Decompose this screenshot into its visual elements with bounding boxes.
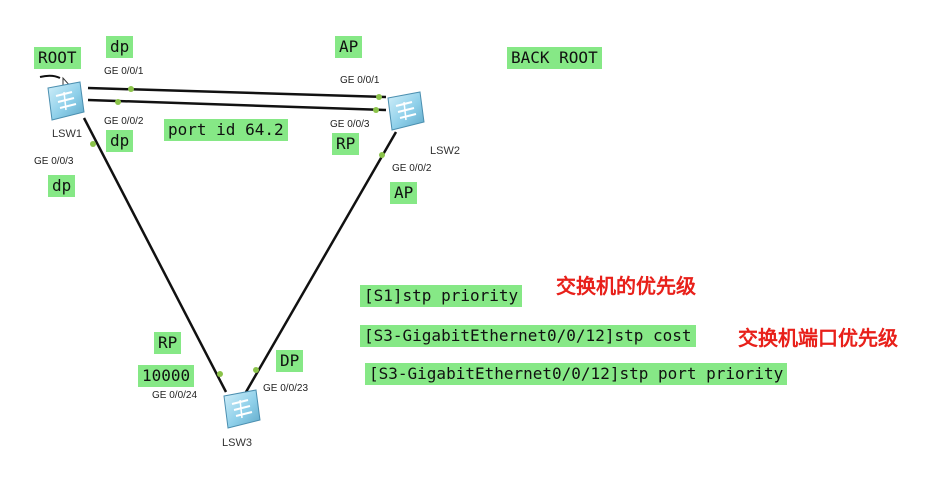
port-dot-lsw2-ge001 — [376, 94, 382, 100]
tag-root: ROOT — [34, 47, 81, 69]
port-dot-lsw3-ge0023 — [253, 367, 259, 373]
command-stp-cost: [S3-GigabitEthernet0/0/12]stp cost — [360, 325, 696, 347]
tag-rp-lsw2: RP — [332, 133, 360, 155]
tag-dp-ge003: dp — [48, 175, 76, 197]
port-label-lsw1-ge002: GE 0/0/2 — [104, 116, 144, 127]
port-dot-lsw1-ge002 — [115, 99, 121, 105]
switch-lsw1-icon[interactable] — [42, 78, 88, 124]
port-dot-lsw2-ge002 — [379, 152, 385, 158]
tag-rp-lsw3: RP — [154, 332, 182, 354]
pen-stroke — [39, 74, 61, 79]
link-lsw2-lsw3[interactable] — [244, 131, 398, 393]
tag-ap-lsw2-ge002: AP — [390, 182, 418, 204]
tag-dp-lsw3: DP — [276, 350, 304, 372]
note-port-priority: 交换机端口优先级 — [738, 326, 898, 350]
port-dot-lsw1-ge001 — [128, 86, 134, 92]
port-label-lsw2-ge003: GE 0/0/3 — [330, 119, 370, 130]
link-lsw1-lsw2-ge002[interactable] — [87, 98, 387, 112]
device-name-lsw3: LSW3 — [222, 437, 252, 449]
port-label-lsw3-ge0024: GE 0/0/24 — [152, 390, 198, 401]
tag-back-root: BACK ROOT — [507, 47, 602, 69]
command-stp-priority: [S1]stp priority — [360, 285, 523, 307]
port-label-lsw1-ge003: GE 0/0/3 — [34, 156, 74, 167]
port-dot-lsw3-ge0024 — [217, 371, 223, 377]
tag-cost-10000: 10000 — [138, 365, 195, 387]
switch-lsw3-icon[interactable] — [218, 386, 264, 432]
link-lsw1-lsw2-ge001[interactable] — [87, 86, 387, 99]
port-label-lsw2-ge002: GE 0/0/2 — [392, 163, 432, 174]
switch-lsw2-icon[interactable] — [382, 88, 428, 134]
tag-dp-ge001: dp — [106, 36, 134, 58]
port-label-lsw2-ge001: GE 0/0/1 — [340, 75, 380, 86]
note-switch-priority: 交换机的优先级 — [556, 274, 696, 298]
tag-ap-lsw2-ge001: AP — [335, 36, 363, 58]
port-label-lsw1-ge001: GE 0/0/1 — [104, 66, 144, 77]
port-dot-lsw1-ge003 — [90, 141, 96, 147]
tag-port-id: port id 64.2 — [164, 119, 288, 141]
port-label-lsw3-ge0023: GE 0/0/23 — [263, 383, 309, 394]
device-name-lsw2: LSW2 — [430, 145, 460, 157]
link-lsw1-lsw3[interactable] — [82, 117, 228, 393]
command-stp-port-priority: [S3-GigabitEthernet0/0/12]stp port prior… — [365, 363, 788, 385]
device-name-lsw1: LSW1 — [52, 128, 82, 140]
port-dot-lsw2-ge003 — [373, 107, 379, 113]
tag-dp-ge002: dp — [106, 130, 134, 152]
